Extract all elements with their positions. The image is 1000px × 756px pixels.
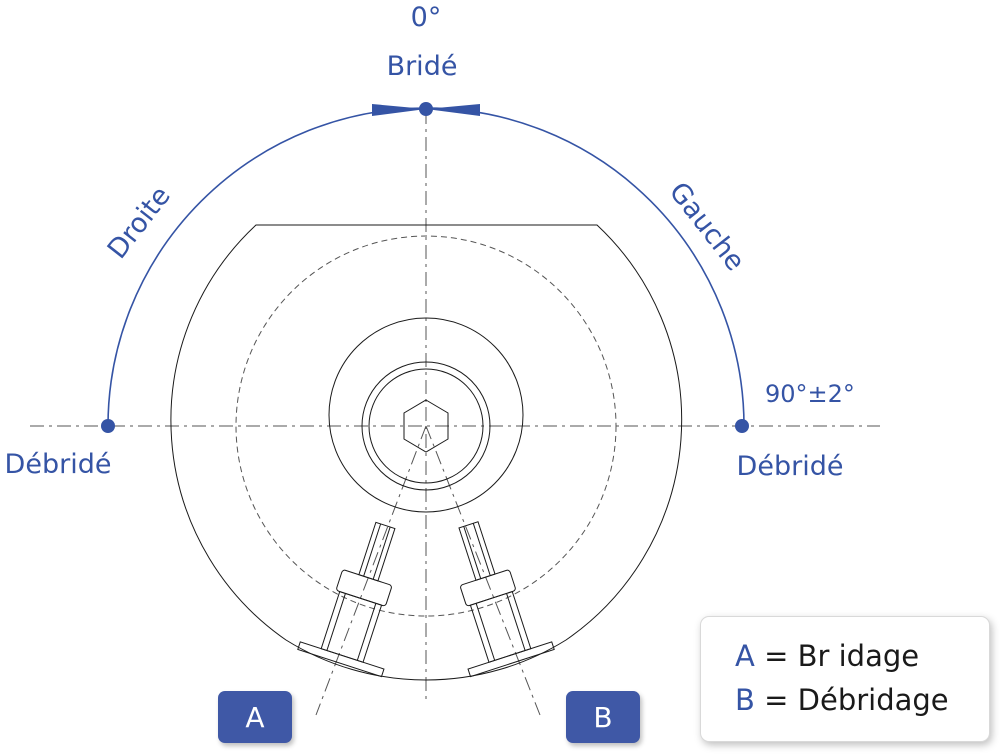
direction-left-label: Gauche — [663, 177, 751, 277]
direction-right-label: Droite — [102, 181, 177, 265]
port-b-badge: B — [566, 691, 640, 743]
port-a-badge: A — [218, 691, 292, 743]
port-fitting-a — [297, 521, 396, 678]
unclamp-point-left — [101, 419, 115, 433]
legend-key-b: B — [735, 683, 755, 717]
legend-row-b: B = Débridage — [735, 683, 949, 717]
legend-value-b: = Débridage — [764, 683, 949, 717]
clamp-body — [170, 224, 683, 681]
legend-value-a: = Br idage — [764, 639, 920, 673]
clamped-label: Bridé — [387, 51, 458, 82]
clamp-position-marker — [372, 102, 480, 116]
unclamp-point-right — [735, 419, 749, 433]
unclamped-right-label: Débridé — [737, 451, 844, 482]
legend-key-a: A — [735, 639, 755, 673]
angle-limit-label: 90°±2° — [765, 380, 855, 408]
unclamped-left-label: Débridé — [5, 449, 112, 480]
hex-socket-icon — [403, 399, 449, 453]
port-fitting-b — [458, 521, 555, 678]
angle-top-label: 0° — [411, 2, 442, 33]
legend-row-a: A = Br idage — [735, 639, 919, 673]
rotation-arc — [107, 107, 745, 427]
legend-box: A = Br idage B = Débridage — [700, 616, 990, 742]
